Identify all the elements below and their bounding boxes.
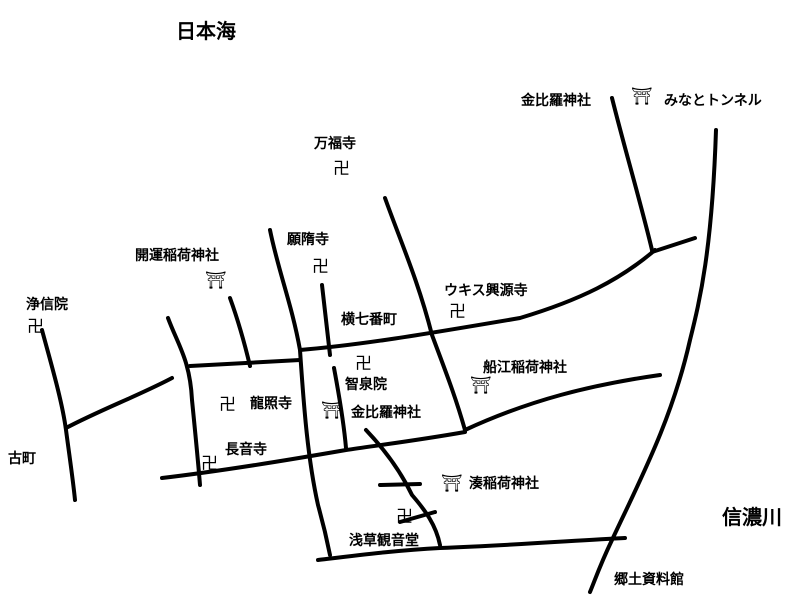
roads [40, 96, 718, 594]
road [64, 376, 174, 430]
place-label-asakusa-kannondo: 浅草観音堂 [349, 533, 419, 549]
road [268, 228, 332, 557]
place-label-kaiun-inari: 開運稲荷神社 [135, 248, 219, 264]
road [188, 358, 302, 368]
torii-icon: ⛩ [205, 271, 227, 291]
torii-icon: ⛩ [321, 401, 343, 421]
place-label-funae-inari: 船江稲荷神社 [483, 360, 567, 376]
torii-icon: ⛩ [441, 474, 463, 494]
place-label-choonji: 長音寺 [225, 442, 267, 458]
road [298, 248, 657, 352]
road [320, 283, 332, 357]
road [398, 510, 437, 524]
road [463, 373, 662, 432]
place-label-minato-tunnel: みなとトンネル [664, 93, 762, 109]
manji-icon: 卍 [201, 454, 218, 474]
place-label-manpukuji: 万福寺 [314, 136, 356, 152]
place-label-ganzuiji: 願隋寺 [287, 232, 329, 248]
manji-icon: 卍 [312, 257, 329, 277]
place-label-jokoin: 浄信院 [26, 297, 68, 313]
road [166, 316, 202, 487]
place-label-konpira-south: 金比羅神社 [351, 405, 421, 421]
manji-icon: 卍 [219, 395, 236, 415]
road [316, 536, 627, 562]
place-label-furumachi: 古町 [8, 451, 36, 467]
place-label-ukisu-kogenji: ウキス興源寺 [444, 283, 528, 299]
manji-icon: 卍 [449, 302, 466, 322]
road [378, 482, 422, 487]
torii-icon: ⛩ [631, 87, 653, 107]
road [228, 296, 252, 368]
road [40, 328, 77, 502]
river-label: 信濃川 [722, 505, 782, 529]
place-label-yokoshichi: 横七番町 [341, 312, 397, 328]
place-label-kyodo-shiryokan: 郷土資料館 [614, 572, 684, 588]
road [588, 128, 718, 594]
road [383, 196, 467, 432]
road [364, 428, 442, 547]
manji-icon: 卍 [333, 159, 350, 179]
place-label-ryushoji: 龍照寺 [250, 396, 292, 412]
place-label-chisenin: 智泉院 [345, 377, 387, 393]
manji-icon: 卍 [355, 354, 372, 374]
road [160, 430, 467, 480]
road [650, 236, 697, 254]
manji-icon: 卍 [27, 317, 44, 337]
torii-icon: ⛩ [470, 376, 492, 396]
manji-icon: 卍 [396, 507, 413, 527]
road [332, 366, 348, 450]
place-label-konpira-north: 金比羅神社 [521, 93, 591, 109]
road [610, 96, 654, 252]
sea-label: 日本海 [176, 19, 236, 43]
place-label-minato-inari: 湊稲荷神社 [469, 476, 539, 492]
